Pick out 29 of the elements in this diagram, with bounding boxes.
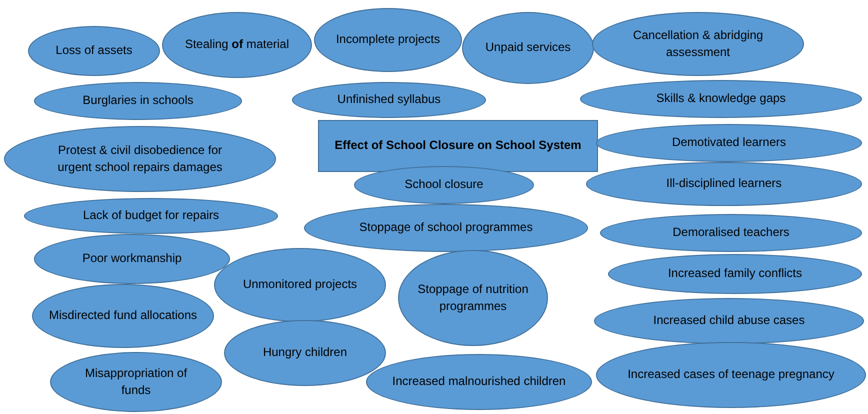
node-label: Loss of assets — [54, 42, 134, 60]
node-label: Stealing of material — [184, 36, 290, 54]
node-label: Unfinished syllabus — [336, 91, 442, 108]
node-label: Cancellation & abridging assessment — [632, 26, 764, 61]
oval-node — [596, 124, 862, 162]
node-label: Stoppage of nutrition programmes — [416, 280, 530, 315]
node-label: Misappropriation of funds — [84, 364, 188, 399]
node-label: Skills & knowledge gaps — [655, 90, 787, 108]
node-label: Demoralised teachers — [672, 224, 790, 242]
node-label: Increased malnourished children — [391, 373, 567, 390]
node-label: Misdirected fund allocations — [48, 307, 198, 324]
node-label: School closure — [404, 176, 484, 194]
node-label: Lack of budget for repairs — [82, 207, 220, 224]
node-label: Increased child abuse cases — [652, 312, 806, 330]
node-label: Unmonitored projects — [242, 276, 358, 294]
oval-node — [214, 248, 386, 322]
node-label: Poor workmanship — [81, 250, 183, 268]
box-title: Effect of School Closure on School System — [334, 137, 582, 154]
title-box — [318, 120, 598, 172]
node-label: Incomplete projects — [334, 31, 442, 48]
node-label: Protest & civil disobedience for urgent school repairs damages — [56, 142, 224, 176]
node-label: Burglaries in schools — [82, 92, 194, 110]
node-label: Unpaid services — [484, 39, 572, 56]
node-label: Stoppage of school programmes — [358, 219, 534, 236]
node-label: Increased family conflicts — [666, 265, 804, 282]
node-label: Increased cases of teenage pregnancy — [626, 366, 836, 384]
node-label: Hungry children — [262, 344, 348, 362]
node-label: Demotivated learners — [670, 134, 788, 152]
node-label: Ill-disciplined learners — [665, 175, 783, 192]
